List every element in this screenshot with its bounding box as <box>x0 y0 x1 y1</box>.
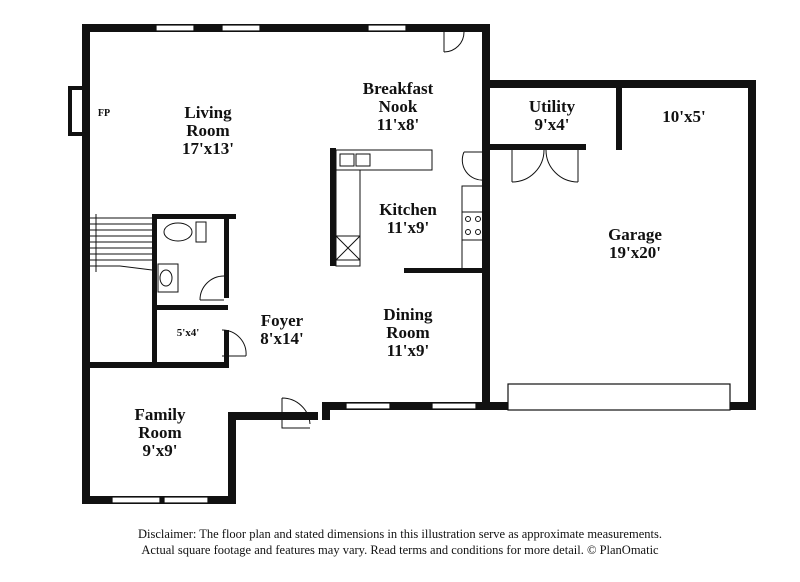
window <box>111 496 161 504</box>
sink-icon <box>355 153 371 167</box>
door-swing <box>443 31 465 53</box>
wall-family-north <box>82 362 228 368</box>
window <box>431 402 477 410</box>
burner <box>475 229 481 235</box>
utility-dims: 9'x4' <box>535 115 570 134</box>
burner <box>475 216 481 222</box>
wall-garage-east <box>748 80 756 410</box>
stove-icon <box>461 211 485 241</box>
garage-door <box>507 383 731 411</box>
wall-kitchen-west <box>330 148 336 266</box>
doors <box>199 31 579 429</box>
window <box>163 496 209 504</box>
burner <box>465 229 471 235</box>
disclaimer-line-2: Actual square footage and features may v… <box>141 543 659 557</box>
bath-sink-icon <box>159 269 173 287</box>
wall-bath-east <box>224 214 229 298</box>
stairs <box>90 214 153 272</box>
wall-south-east <box>330 402 490 410</box>
family-room-name-1: Family <box>135 405 186 424</box>
kitchen-name: Kitchen <box>379 200 437 219</box>
wall-utility-east <box>616 80 622 150</box>
kitchen-dims: 11'x9' <box>387 218 430 237</box>
toilet-tank <box>195 221 207 243</box>
toilet-icon <box>163 222 193 242</box>
dining-room-name-1: Dining <box>383 305 433 324</box>
breakfast-nook-dims: 11'x8' <box>377 115 420 134</box>
garage-dims: 19'x20' <box>609 243 661 262</box>
window <box>367 24 407 32</box>
dining-room-name-2: Room <box>386 323 429 342</box>
breakfast-nook-name-2: Nook <box>379 97 418 116</box>
kitchen-counter-west <box>335 169 361 267</box>
burner <box>465 216 471 222</box>
wall-closet-north <box>152 305 228 310</box>
sink-icon <box>339 153 355 167</box>
wall-utility-south <box>482 144 586 150</box>
fireplace <box>68 86 86 136</box>
door-swing <box>511 149 545 183</box>
door-swing <box>199 275 225 301</box>
family-room-dims: 9'x9' <box>143 441 178 460</box>
kitchen-counter-east <box>461 185 485 271</box>
bath-sink-counter <box>157 263 179 293</box>
foyer-dims: 8'x14' <box>260 329 303 348</box>
wall-west <box>82 24 90 500</box>
window <box>155 24 195 32</box>
storage-dims: 10'x5' <box>662 107 705 126</box>
garage-name: Garage <box>608 225 662 244</box>
disclaimer: Disclaimer: The floor plan and stated di… <box>0 526 800 558</box>
wall-garage-west <box>482 80 490 410</box>
breakfast-nook-name-1: Breakfast <box>363 79 434 98</box>
front-door <box>281 397 311 429</box>
wall-kitchen-south <box>404 268 486 273</box>
dishwasher <box>335 235 361 261</box>
living-room-name-1: Living <box>184 103 232 122</box>
door-swing <box>461 151 485 181</box>
disclaimer-line-1: Disclaimer: The floor plan and stated di… <box>138 527 662 541</box>
wall-bath-west <box>152 214 157 364</box>
wall-family-east <box>228 412 236 504</box>
utility-name: Utility <box>529 97 576 116</box>
family-room-name-2: Room <box>138 423 181 442</box>
door-swing <box>545 149 579 183</box>
windows <box>111 24 731 504</box>
wall-north <box>82 24 487 32</box>
fireplace-label: FP <box>98 108 110 119</box>
living-room-name-2: Room <box>186 121 229 140</box>
wall-south-foyer <box>228 412 318 420</box>
door-swing <box>221 329 247 357</box>
foyer-name: Foyer <box>261 311 304 330</box>
wall-jog <box>322 402 330 420</box>
window <box>345 402 391 410</box>
closet-dims: 5'x4' <box>177 327 200 339</box>
wall-bath-north <box>152 214 236 219</box>
dining-room-dims: 11'x9' <box>387 341 430 360</box>
dishwasher-x <box>335 235 361 261</box>
wall-closet-east <box>224 330 229 368</box>
kitchen-counter <box>335 149 433 171</box>
wall-north-east <box>482 24 490 86</box>
living-room-dims: 17'x13' <box>182 139 234 158</box>
window <box>221 24 261 32</box>
fixtures <box>90 149 485 293</box>
